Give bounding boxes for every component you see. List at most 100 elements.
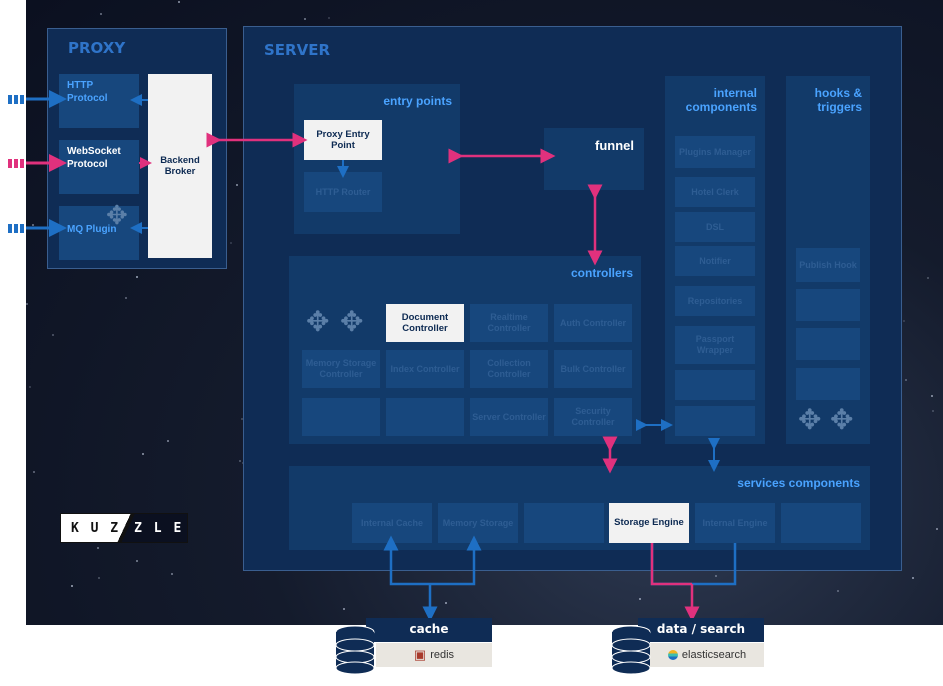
star-dot <box>26 303 28 305</box>
star-dot <box>239 460 241 462</box>
star-dot <box>71 585 73 587</box>
auth-controller-label: Auth Controller <box>560 317 626 328</box>
data-search-label: data / search <box>638 618 764 642</box>
http-protocol-box: HTTP Protocol <box>59 74 139 128</box>
index-controller-box: Index Controller <box>386 350 464 388</box>
star-dot <box>142 453 144 455</box>
funnel-box: funnel <box>544 128 644 190</box>
collection-controller-label: Collection Controller <box>487 358 531 379</box>
backend-broker-label: Backend Broker <box>160 154 200 177</box>
storage-engine-box: Storage Engine <box>609 503 689 543</box>
repositories-box: Repositories <box>675 286 755 316</box>
funnel-title: funnel <box>595 138 634 153</box>
notifier-box: Notifier <box>675 246 755 276</box>
memory-storage-label: Memory Storage <box>442 517 514 528</box>
star-dot <box>927 277 929 279</box>
passport-wrapper-label: Passport Wrapper <box>695 334 735 355</box>
dsl-box: DSL <box>675 212 755 242</box>
star-dot <box>98 577 100 579</box>
hook-empty-box <box>796 289 860 321</box>
star-dot <box>178 1 180 3</box>
hotel-clerk-label: Hotel Clerk <box>691 186 739 197</box>
star-dot <box>304 18 306 20</box>
star-dot <box>328 17 330 19</box>
star-dot <box>837 590 839 592</box>
star-dot <box>230 242 232 244</box>
realtime-controller-box: Realtime Controller <box>470 304 548 342</box>
star-dot <box>236 184 238 186</box>
redis-label: redis <box>430 649 455 661</box>
mq-incoming-arrow <box>8 219 67 237</box>
puzzle-icon: ✥ <box>340 306 364 337</box>
memory-storage-controller-box: Memory Storage Controller <box>302 350 380 388</box>
hooks-triggers-title: hooks & triggers <box>814 86 862 114</box>
kuzzle-logo: K U Z Z L E <box>60 513 188 543</box>
http-router-label: HTTP Router <box>315 186 371 197</box>
websocket-incoming-arrow <box>8 154 67 172</box>
star-dot <box>932 410 934 412</box>
security-controller-box: Security Controller <box>554 398 632 436</box>
backend-broker-box: Backend Broker <box>148 74 212 258</box>
internal-empty-box <box>675 370 755 400</box>
hook-empty-box <box>796 328 860 360</box>
storage-engine-label: Storage Engine <box>614 517 684 529</box>
auth-controller-box: Auth Controller <box>554 304 632 342</box>
notifier-label: Notifier <box>699 255 731 266</box>
star-dot <box>912 577 914 579</box>
star-dot <box>125 297 127 299</box>
plugins-manager-label: Plugins Manager <box>678 146 751 157</box>
star-dot <box>715 575 717 577</box>
services-components-title: services components <box>737 476 860 490</box>
dsl-label: DSL <box>706 221 724 232</box>
http-protocol-label: HTTP Protocol <box>67 80 108 104</box>
memory-storage-controller-label: Memory Storage Controller <box>305 358 377 379</box>
service-empty-box <box>524 503 604 543</box>
star-dot <box>52 334 54 336</box>
redis-brand: ▣ redis <box>376 643 492 667</box>
elasticsearch-icon <box>667 650 678 660</box>
puzzle-icon: ✥ <box>106 200 128 230</box>
star-dot <box>136 276 138 278</box>
internal-engine-box: Internal Engine <box>695 503 775 543</box>
service-empty-box <box>781 503 861 543</box>
puzzle-icon: ✥ <box>830 404 854 435</box>
controllers-title: controllers <box>570 266 633 280</box>
mq-plugin-label: MQ Plugin <box>67 224 117 235</box>
proxy-title: PROXY <box>68 39 126 57</box>
star-dot <box>936 528 938 530</box>
server-title: SERVER <box>264 41 331 59</box>
star-dot <box>905 379 907 381</box>
cache-label: cache <box>366 618 492 642</box>
server-controller-box: Server Controller <box>470 398 548 436</box>
hook-empty-box <box>796 368 860 400</box>
document-controller-label: Document Controller <box>401 311 449 334</box>
security-controller-label: Security Controller <box>571 406 615 427</box>
star-dot <box>97 547 99 549</box>
star-dot <box>171 573 173 575</box>
document-controller-box: Document Controller <box>386 304 464 342</box>
star-dot <box>903 320 905 322</box>
kuzzle-logo-left: K U Z <box>71 520 121 536</box>
elasticsearch-label: elasticsearch <box>681 649 747 661</box>
bulk-controller-label: Bulk Controller <box>560 363 626 374</box>
star-dot <box>33 471 35 473</box>
plugins-manager-box: Plugins Manager <box>675 136 755 168</box>
star-dot <box>639 598 641 600</box>
internal-cache-label: Internal Cache <box>360 517 424 528</box>
publish-hook-box: Publish Hook <box>796 248 860 282</box>
passport-wrapper-box: Passport Wrapper <box>675 326 755 364</box>
puzzle-icon: ✥ <box>798 404 822 435</box>
repositories-label: Repositories <box>687 295 743 306</box>
bulk-controller-box: Bulk Controller <box>554 350 632 388</box>
star-dot <box>32 224 34 226</box>
star-dot <box>241 418 243 420</box>
websocket-protocol-label: WebSocket Protocol <box>67 146 121 170</box>
mq-plugin-box: MQ Plugin <box>59 206 139 260</box>
collection-controller-box: Collection Controller <box>470 350 548 388</box>
http-incoming-arrow <box>8 90 67 108</box>
controller-empty-box <box>302 398 380 436</box>
kuzzle-logo-right: Z L E <box>134 520 184 536</box>
star-dot <box>167 440 169 442</box>
